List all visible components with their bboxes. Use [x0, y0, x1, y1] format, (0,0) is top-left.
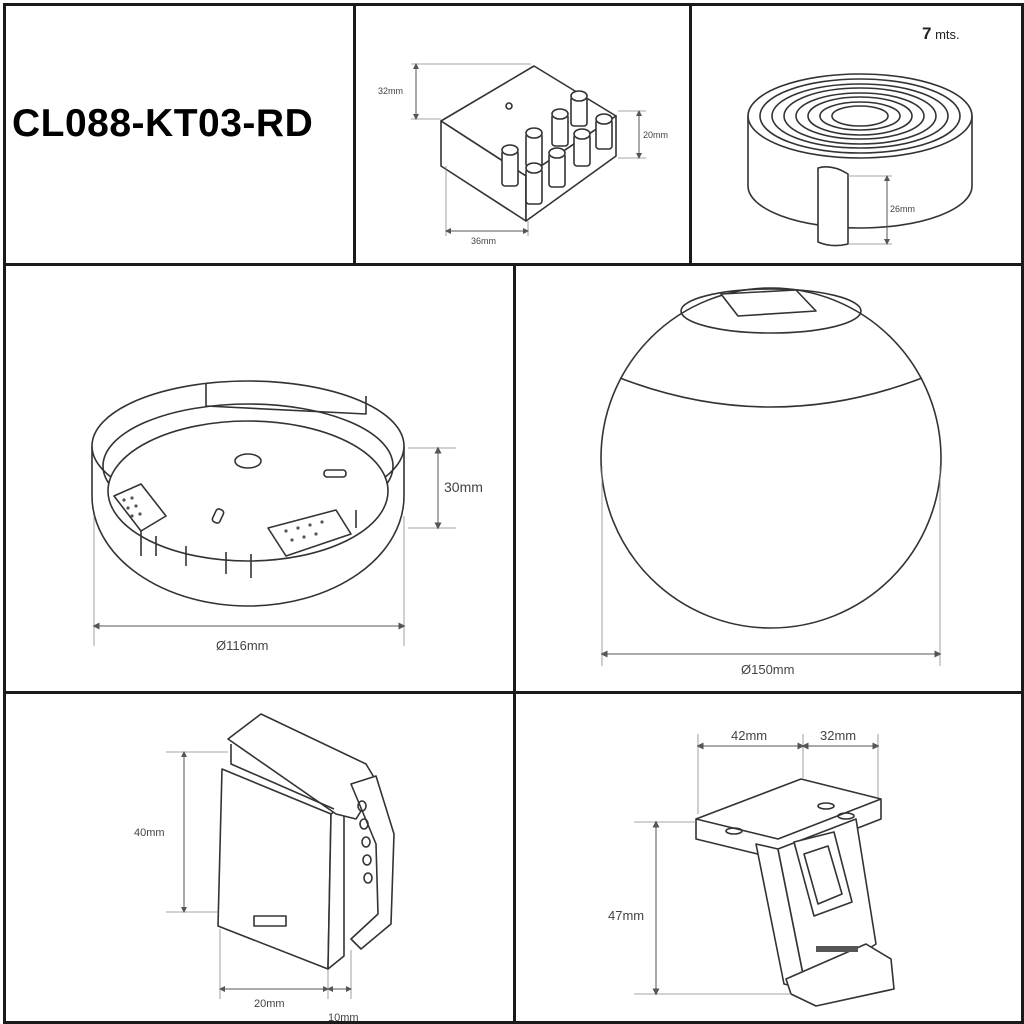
wall-clip-drawing: 40mm 20mm 10mm	[134, 713, 395, 1021]
base-panel: 30mm Ø116mm	[3, 263, 516, 694]
connector-width-label: 36mm	[471, 236, 496, 246]
ceiling-base-drawing: 30mm Ø116mm	[91, 380, 483, 653]
clip-depth-label: 10mm	[328, 1012, 359, 1021]
bracket-height-label: 47mm	[608, 908, 644, 923]
tape-length-label: 7 mts.	[922, 24, 960, 43]
product-code: CL088-KT03-RD	[12, 102, 314, 145]
connector-height-label: 32mm	[378, 86, 403, 96]
clip-panel: 40mm 20mm 10mm	[3, 691, 516, 1024]
tape-width-label: 26mm	[890, 204, 915, 214]
bracket-panel: 42mm 32mm 47mm	[513, 691, 1024, 1024]
base-diameter-label: Ø116mm	[216, 638, 269, 653]
tape-panel: 7 mts. 26mm	[689, 3, 1024, 266]
globe-panel: Ø150mm	[513, 263, 1024, 694]
terminal-block-drawing: 32mm 36mm 20mm	[378, 63, 668, 246]
clip-height-label: 40mm	[134, 827, 165, 839]
bracket-drawing: 42mm 32mm 47mm	[608, 728, 895, 1007]
base-height-label: 30mm	[444, 479, 483, 495]
bracket-width-a-label: 42mm	[731, 728, 767, 743]
globe-diameter-label: Ø150mm	[741, 662, 794, 677]
tape-roll-drawing: 26mm	[747, 73, 973, 247]
connector-panel: 32mm 36mm 20mm	[353, 3, 692, 266]
product-code-panel: CL088-KT03-RD	[3, 3, 356, 266]
clip-width-label: 20mm	[254, 998, 285, 1010]
connector-depth-label: 20mm	[643, 130, 668, 140]
globe-shade-drawing: Ø150mm	[600, 287, 942, 677]
bracket-width-b-label: 32mm	[820, 728, 856, 743]
